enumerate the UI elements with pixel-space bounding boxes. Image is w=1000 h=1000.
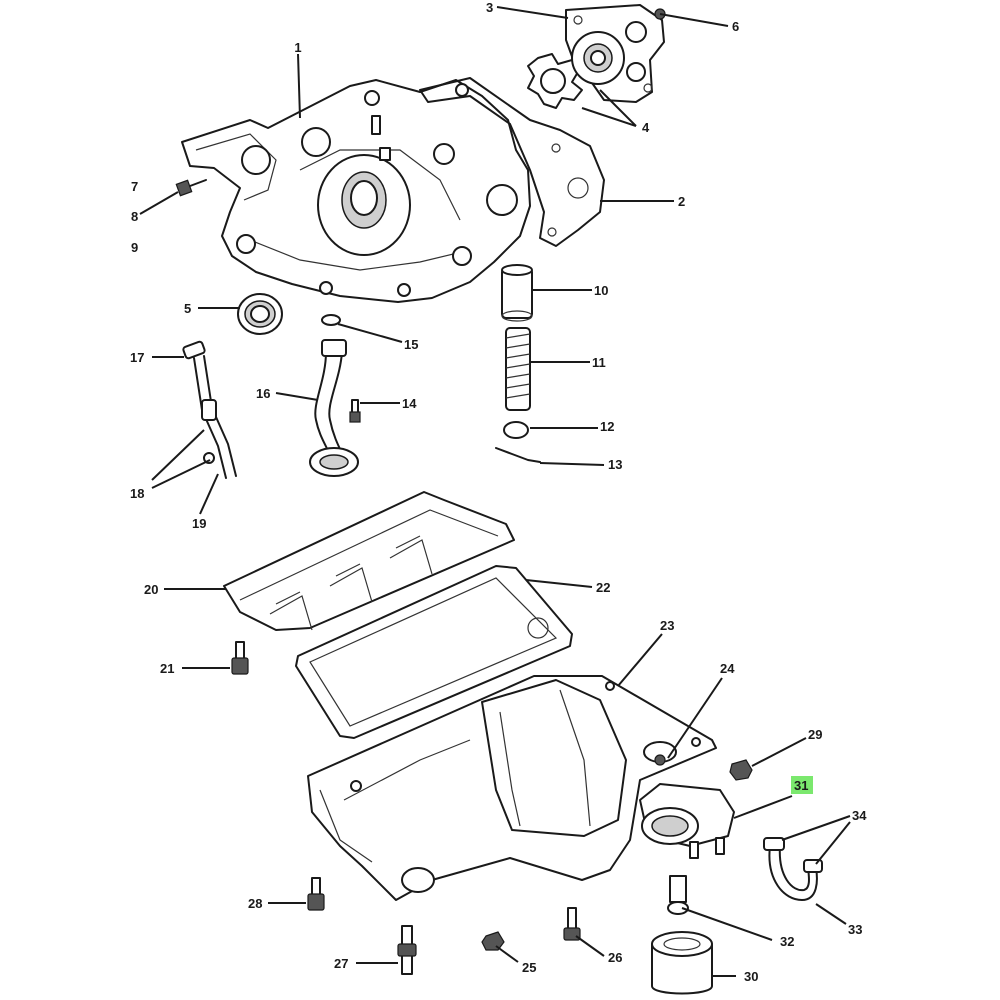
front-cover xyxy=(181,79,531,303)
callout-29: 29 xyxy=(808,727,822,742)
callout-24: 24 xyxy=(720,661,735,676)
callout-16: 16 xyxy=(256,386,270,401)
callout-8: 8 xyxy=(131,209,138,224)
callout-28: 28 xyxy=(248,896,262,911)
callout-12: 12 xyxy=(600,419,614,434)
retainer-cap xyxy=(503,421,529,439)
bolt-21 xyxy=(231,641,249,675)
callout-9: 9 xyxy=(131,240,138,255)
dipstick-tube xyxy=(182,340,237,479)
callout-21: 21 xyxy=(160,661,174,676)
cotter-pin xyxy=(495,447,541,463)
callout-31: 31 xyxy=(794,778,808,793)
oil-filter-adapter xyxy=(639,783,735,859)
callout-17: 17 xyxy=(130,350,144,365)
callout-33: 33 xyxy=(848,922,862,937)
callout-32: 32 xyxy=(780,934,794,949)
callout-1: 1 xyxy=(294,40,301,55)
cover-gasket xyxy=(419,77,605,247)
callout-labels: 1 2 3 4 5 6 7 8 9 10 11 12 13 14 15 16 1… xyxy=(130,0,867,984)
callout-13: 13 xyxy=(608,457,622,472)
crankshaft-seal xyxy=(237,293,283,335)
bolt-8 xyxy=(175,179,207,197)
oil-pan-gasket xyxy=(295,565,573,739)
callout-23: 23 xyxy=(660,618,674,633)
callout-31-highlight xyxy=(791,776,813,794)
leader-lines xyxy=(139,6,851,977)
cooler-tube xyxy=(763,837,823,901)
oil-pump-assembly xyxy=(527,4,666,109)
callout-3: 3 xyxy=(486,0,493,15)
callout-34: 34 xyxy=(852,808,867,823)
callout-15: 15 xyxy=(404,337,418,352)
bolt-26 xyxy=(563,907,581,941)
callout-2: 2 xyxy=(678,194,685,209)
callout-19: 19 xyxy=(192,516,206,531)
bolt-28 xyxy=(307,877,325,911)
callout-7: 7 xyxy=(131,179,138,194)
callout-22: 22 xyxy=(596,580,610,595)
callout-30: 30 xyxy=(744,969,758,984)
callout-25: 25 xyxy=(522,960,536,975)
oil-filter xyxy=(651,931,713,995)
windage-tray xyxy=(223,491,515,631)
callout-26: 26 xyxy=(608,950,622,965)
stud-27 xyxy=(397,925,417,975)
callout-20: 20 xyxy=(144,582,158,597)
callout-6: 6 xyxy=(732,19,739,34)
callout-27: 27 xyxy=(334,956,348,971)
oil-pan xyxy=(307,675,717,901)
relief-valve-spring xyxy=(505,327,531,411)
callout-14: 14 xyxy=(402,396,417,411)
drain-plug-29 xyxy=(729,759,753,781)
callout-4: 4 xyxy=(642,120,650,135)
oil-pickup-tube xyxy=(309,339,359,477)
callout-18: 18 xyxy=(130,486,144,501)
callout-5: 5 xyxy=(184,301,191,316)
bolt-14 xyxy=(349,399,361,423)
relief-valve-piston xyxy=(501,264,533,322)
callout-10: 10 xyxy=(594,283,608,298)
fitting-32 xyxy=(667,875,689,915)
o-ring-15 xyxy=(321,314,341,326)
callout-11: 11 xyxy=(592,355,606,370)
nut-25 xyxy=(481,931,505,951)
